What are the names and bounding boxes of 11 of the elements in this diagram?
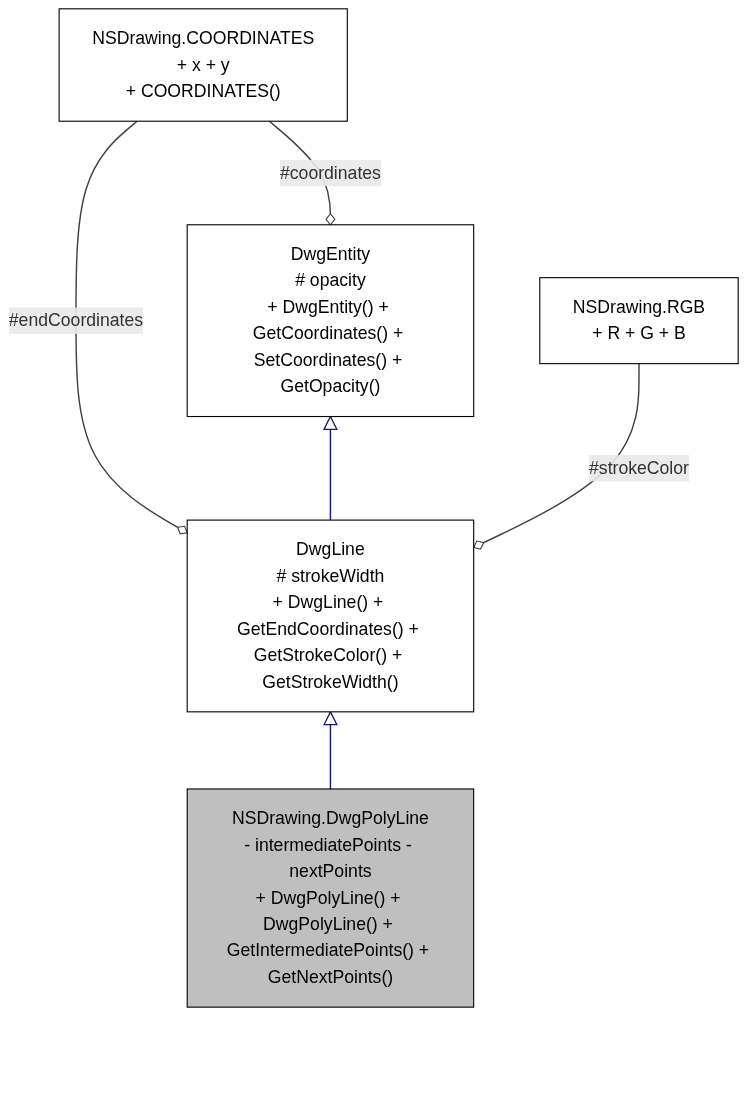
class-box: DwgEntity # opacity + DwgEntity() + GetCoordinates() + SetCoordinates() + GetOpacity() bbox=[186, 224, 475, 418]
connector-line bbox=[323, 415, 338, 521]
class-box: NSDrawing.RGB + R + G + B bbox=[539, 277, 739, 365]
class-box: NSDrawing.COORDINATES + x + y + COORDINATES() bbox=[58, 8, 348, 122]
edge-label: #coordinates bbox=[279, 163, 381, 182]
connector-line bbox=[75, 120, 188, 535]
edge-label: #strokeColor bbox=[589, 458, 689, 478]
connector-line bbox=[323, 711, 338, 790]
class-box: DwgLine # strokeWidth + DwgLine() + GetEndCoordinates() + GetStrokeColor() + GetStrokeWidth() bbox=[186, 519, 475, 713]
class-box: NSDrawing.DwgPolyLine - intermediatePoints - nextPoints + DwgPolyLine() + DwgPolyLine() + GetIntermediatePoints() + GetNextPoints() bbox=[186, 788, 475, 1008]
edge-label: #endCoordinates bbox=[8, 310, 144, 330]
